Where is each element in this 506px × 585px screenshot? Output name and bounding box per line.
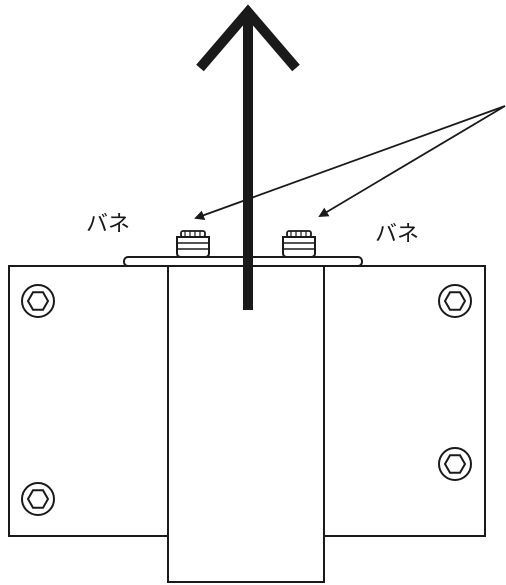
spring-label-left: バネ	[86, 212, 131, 237]
pointer-arrow-left	[194, 105, 506, 220]
spring-icon	[176, 230, 210, 258]
up-arrow-icon	[196, 4, 300, 310]
pointer-arrow-right	[318, 105, 506, 218]
pointer-arrows	[194, 105, 506, 220]
hex-socket-screw-icon	[21, 482, 55, 516]
hex-socket-screw-icon	[438, 284, 472, 318]
hex-socket-screw-icon	[438, 447, 472, 481]
spring-label-right: バネ	[375, 222, 420, 247]
hex-socket-screw-icon	[21, 284, 55, 318]
spring-icon	[282, 230, 316, 258]
center-slider	[167, 265, 325, 583]
